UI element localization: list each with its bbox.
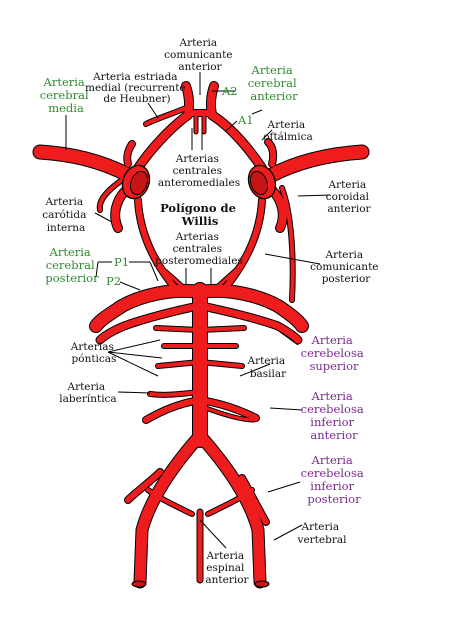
label-cerebral-posterior: Arteria cerebral posterior (45, 245, 99, 285)
right-ophthalmic-artery (265, 139, 277, 167)
left-aica-artery (143, 397, 203, 423)
left-a1-artery (134, 111, 192, 172)
left-posteromedial-artery (154, 262, 190, 294)
label-cerebelosa-inferior-posterior: Arteria cerebelosa inferior posterior (301, 453, 368, 506)
heubner-artery (144, 106, 188, 126)
right-aica-artery (197, 397, 259, 421)
right-carotid-cross-section (247, 164, 277, 200)
label-vertebral: Arteria vertebral (297, 521, 348, 546)
label-p2: P2 (106, 274, 121, 288)
left-middle-cerebral-artery (33, 145, 137, 183)
left-pica-artery (125, 469, 163, 503)
label-basilar: Arteria basilar (246, 355, 288, 380)
left-ophthalmic-stub-artery (124, 141, 135, 167)
pontine-l1-artery (154, 326, 202, 332)
label-cerebral-anterior: Arteria cerebral anterior (248, 63, 301, 103)
label-centrales-anteromediales: Arterias centrales anteromediales (158, 153, 240, 189)
right-posteromedial-artery (210, 266, 240, 294)
right-p1-p2-artery (194, 284, 308, 332)
right-pica-artery (239, 475, 269, 525)
label-a1: A1 (237, 113, 254, 127)
label-cerebelosa-superior: Arteria cerebelosa superior (301, 333, 368, 373)
label-comunicante-anterior: Arteria comunicante anterior (164, 37, 236, 73)
left-pcom-artery (135, 197, 181, 295)
labels: Arteria comunicante anterior Arteria cer… (40, 37, 382, 586)
left-spinal-branch-artery (146, 488, 194, 516)
label-comunicante-posterior: Arteria comunicante posterior (310, 249, 382, 285)
right-vertebral-end (254, 580, 270, 588)
label-coroidal-anterior: Arteria coroidal anterior (326, 179, 373, 215)
label-p1: P1 (114, 255, 129, 269)
pontine-r3-artery (198, 360, 244, 368)
pontine-r1-artery (198, 326, 246, 332)
left-choroidal-artery (97, 178, 124, 212)
label-poligono-willis: Polígono de Willis (160, 201, 240, 228)
right-pcom-artery (219, 197, 265, 295)
label-cerebral-media: Arteria cerebral media (40, 75, 93, 115)
left-superior-cerebellar-artery (96, 302, 202, 344)
label-estriada-medial: Arteria estriada medial (recurrente de H… (85, 71, 189, 105)
left-vertebral-end (131, 580, 147, 588)
right-superior-cerebellar-artery (198, 302, 302, 344)
label-oftalmica: Arteria oftálmica (263, 119, 313, 143)
right-aica-small-artery (198, 404, 256, 422)
label-carotida-interna: Arteria carótida interna (42, 196, 89, 234)
left-labyrinthine-artery (148, 390, 202, 397)
left-carotid-cross-section (121, 164, 151, 200)
right-spinal-branch-artery (206, 488, 254, 516)
right-a1-artery (208, 111, 266, 172)
right-middle-cerebral-artery (263, 145, 369, 183)
left-p1-p2-artery (90, 284, 206, 332)
pontine-l3-artery (156, 360, 202, 368)
right-vertebral-artery (198, 434, 266, 588)
label-ponticas: Arterias pónticas (70, 341, 117, 365)
label-cerebelosa-inferior-anterior: Arteria cerebelosa inferior anterior (301, 389, 368, 442)
label-laberintica: Arteria laberíntica (59, 381, 116, 405)
label-espinal-anterior: Arteria espinal anterior (205, 550, 249, 586)
right-choroidal-artery (280, 186, 295, 302)
artery-network (32, 81, 370, 589)
label-a2: A2 (221, 84, 238, 98)
left-vertebral-artery (134, 434, 202, 588)
label-centrales-posteromediales: Arterias centrales posteromediales (155, 231, 243, 267)
leader-lines (65, 72, 331, 549)
